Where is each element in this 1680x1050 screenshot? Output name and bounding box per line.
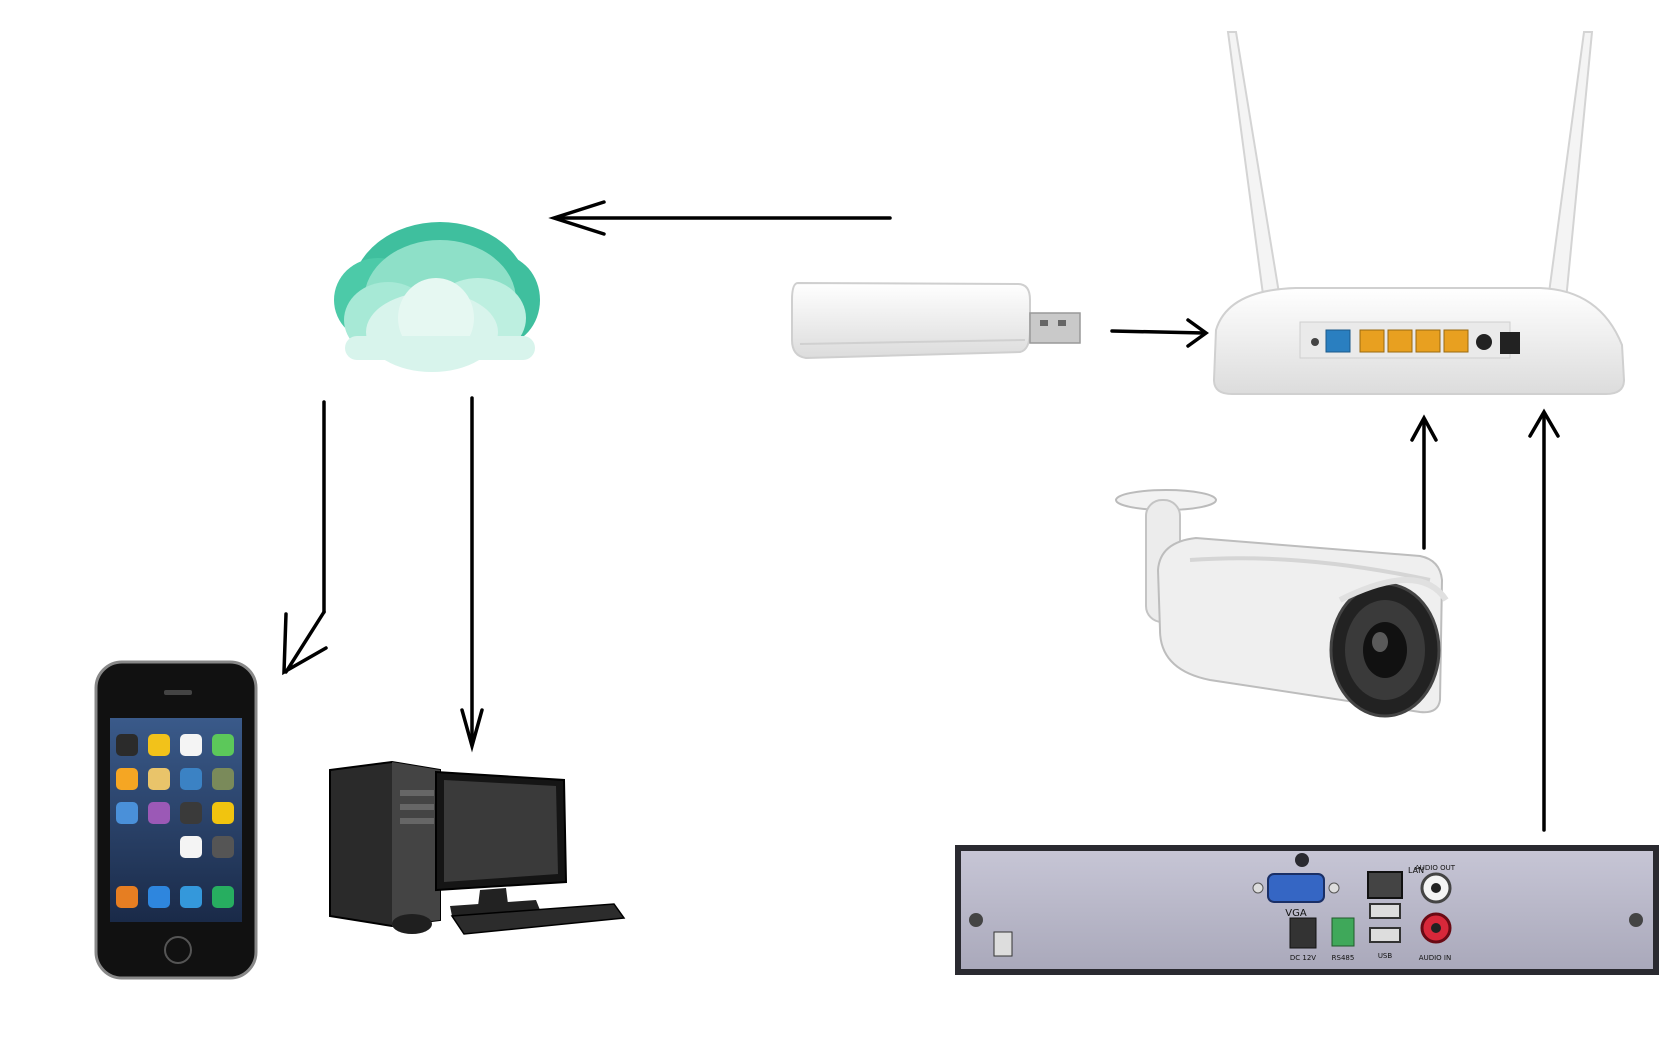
usb-modem-icon (791, 281, 1081, 360)
arrow-cloud-to-desktop (460, 396, 484, 753)
lan-port-icon (1415, 329, 1441, 353)
rs485-label: RS485 (1332, 954, 1355, 962)
arrow-modem-to-router (1110, 318, 1209, 348)
dc-power-port-icon (1289, 917, 1317, 949)
rs485-terminal-icon (1331, 917, 1355, 947)
cloud-icon (334, 222, 540, 372)
lan-port-icon (1387, 329, 1413, 353)
nvr-recorder-icon: VGA LAN USB DC 12V RS485 AUDIO OUT AUDIO… (955, 845, 1659, 975)
usb-port-icon (1369, 927, 1401, 943)
desktop-computer-icon (329, 760, 626, 935)
audio-in-label: AUDIO IN (1419, 954, 1451, 962)
wan-port-icon (1325, 329, 1351, 353)
arrow-cloud-to-smartphone (282, 400, 328, 676)
usb-label: USB (1378, 952, 1393, 960)
smartphone-icon (94, 660, 258, 980)
vga-port-icon (1267, 873, 1325, 903)
audio-out-label: AUDIO OUT (1415, 864, 1456, 872)
lan-label: LAN (1408, 866, 1424, 875)
arrow-nvr-to-router (1528, 408, 1560, 832)
arrow-camera-to-router (1410, 414, 1438, 550)
vga-label: VGA (1285, 908, 1307, 919)
wifi-router-icon (1212, 31, 1626, 395)
usb-port-icon (1369, 903, 1401, 919)
app-icon-grid (116, 734, 234, 908)
lan-port-icon (1443, 329, 1469, 353)
lan-port-icon (1359, 329, 1385, 353)
ethernet-port-icon (1367, 871, 1403, 899)
bullet-camera-icon (1115, 489, 1449, 718)
arrow-modem-to-cloud (548, 200, 892, 236)
dc-label: DC 12V (1290, 954, 1316, 962)
